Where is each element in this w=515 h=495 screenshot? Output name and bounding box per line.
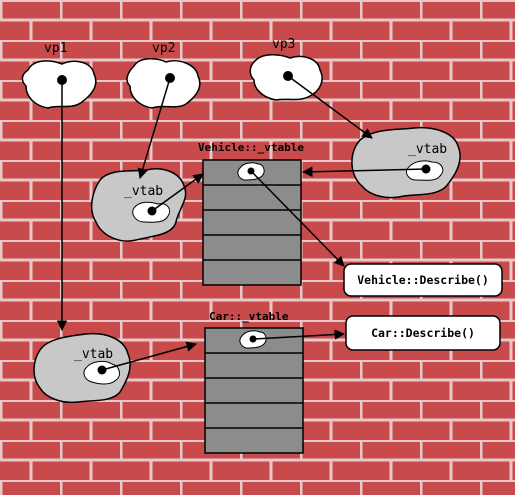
arrow-vp3-to-object xyxy=(287,75,373,139)
object-vtab-label-vp3: _vtab xyxy=(408,142,447,157)
object-vtab-label-vp2: _vtab xyxy=(124,184,163,199)
pointer-label-vp2: vp2 xyxy=(152,41,175,56)
pointer-blob-vp1 xyxy=(21,60,97,109)
car-describe-label: Car::Describe() xyxy=(371,326,475,340)
pointer-label-vp1: vp1 xyxy=(44,41,67,56)
arrow-object3-to-vehicle-vtable xyxy=(301,166,427,178)
arrow-object1-to-car-vtable xyxy=(101,341,198,371)
pointer-blob-vp2 xyxy=(126,58,201,109)
vehicle-describe-box xyxy=(343,263,503,297)
arrow-car-entry-to-describe xyxy=(252,329,346,340)
car-describe-box xyxy=(345,315,501,351)
arrow-object2-to-vehicle-vtable xyxy=(151,173,204,212)
car-vtable xyxy=(204,327,304,454)
car-vtable-title: Car::_vtable xyxy=(209,310,289,323)
object-blob-vp1 xyxy=(33,332,131,404)
car-vtable-frame xyxy=(204,327,304,454)
arrow-vp2-to-object xyxy=(137,77,171,180)
arrow-vehicle-entry-to-describe xyxy=(250,170,345,267)
vehicle-describe-label: Vehicle::Describe() xyxy=(357,273,489,287)
pointer-label-vp3: vp3 xyxy=(272,37,295,52)
object-vtab-label-vp1: _vtab xyxy=(74,347,113,362)
vehicle-vtable-title: Vehicle::_vtable xyxy=(198,141,304,154)
object-blob-vp3 xyxy=(351,126,461,199)
